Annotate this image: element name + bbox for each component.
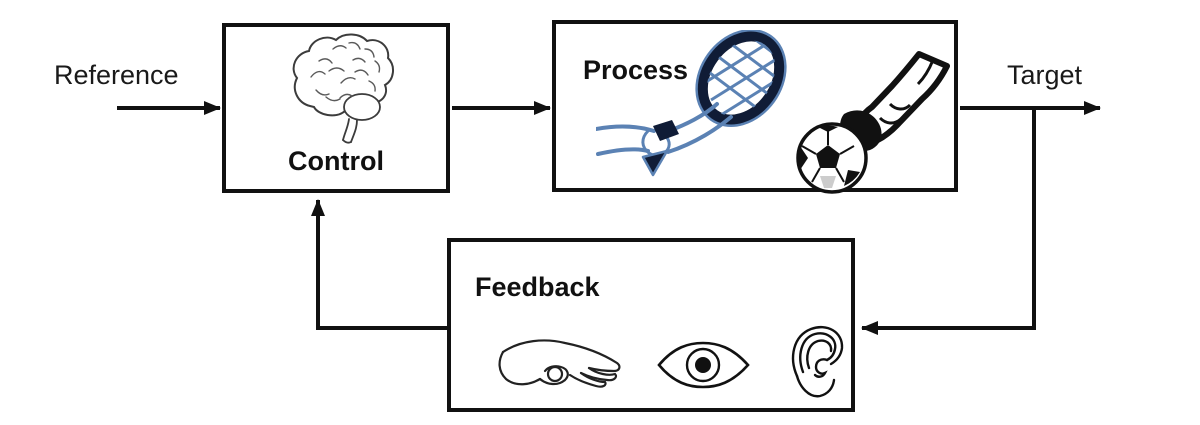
reference-label: Reference [54,60,179,90]
brain-icon [292,33,394,144]
leg-kicking-soccer-ball-icon [796,51,950,194]
tennis-racket-in-hand-icon [596,30,790,177]
target-label: Target [1007,60,1083,90]
feedback-box-title: Feedback [475,272,600,302]
process-box-title: Process [583,55,689,85]
touch-hand-icon [498,339,621,388]
control-box-title: Control [288,146,384,177]
target-to-feedback-arrow [861,106,1036,335]
control-box: Control [222,23,450,193]
process-box: Process [552,20,958,194]
ear-icon [791,325,844,398]
eye-icon [657,341,750,389]
feedback-box: Feedback [447,238,855,412]
feedback-to-control-arrow [311,199,449,330]
